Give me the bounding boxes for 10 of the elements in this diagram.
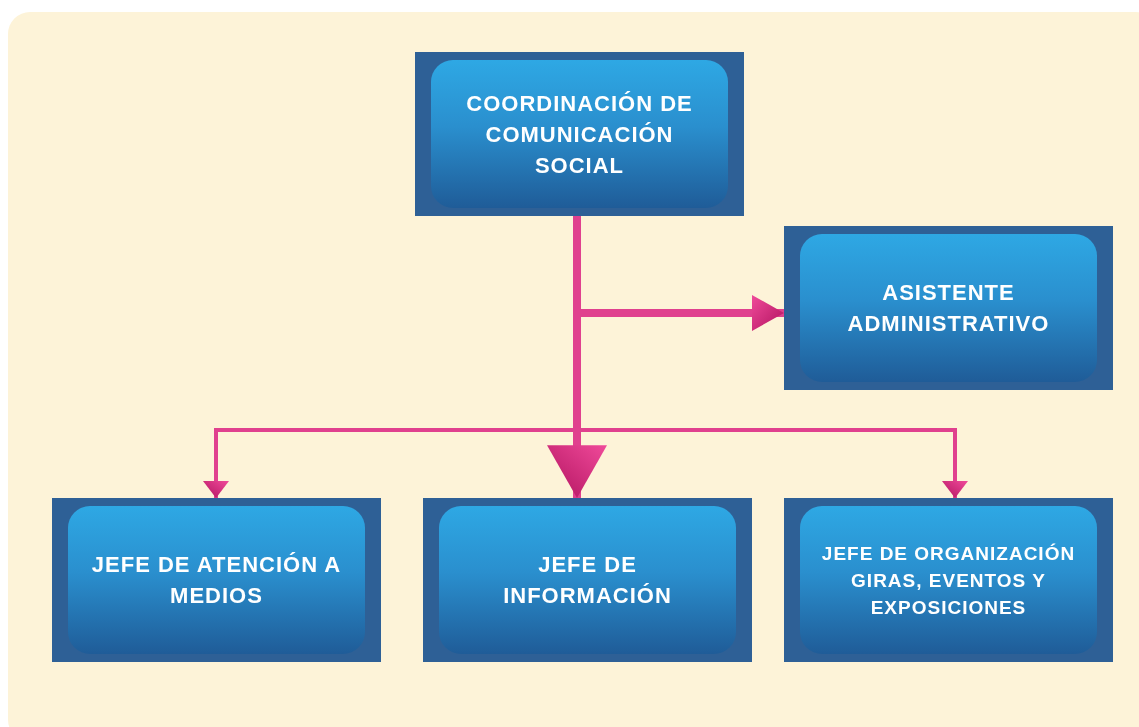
org-box — [415, 52, 744, 216]
box-title: COORDINACIÓN DE COMUNICACIÓN SOCIAL — [465, 89, 694, 180]
org-box — [52, 498, 381, 662]
box-title: JEFE DE ATENCIÓN A MEDIOS — [90, 551, 343, 610]
org-box — [784, 498, 1113, 662]
box-title: JEFE DE ORGANIZACIÓN GIRAS, EVENTOS Y EXPOSICIONES — [820, 541, 1077, 620]
box-title: JEFE DE INFORMACIÓN — [502, 551, 673, 610]
org-box — [784, 226, 1113, 390]
box-title: ASISTENTE ADMINISTRATIVO — [846, 279, 1051, 338]
org-box — [423, 498, 752, 662]
